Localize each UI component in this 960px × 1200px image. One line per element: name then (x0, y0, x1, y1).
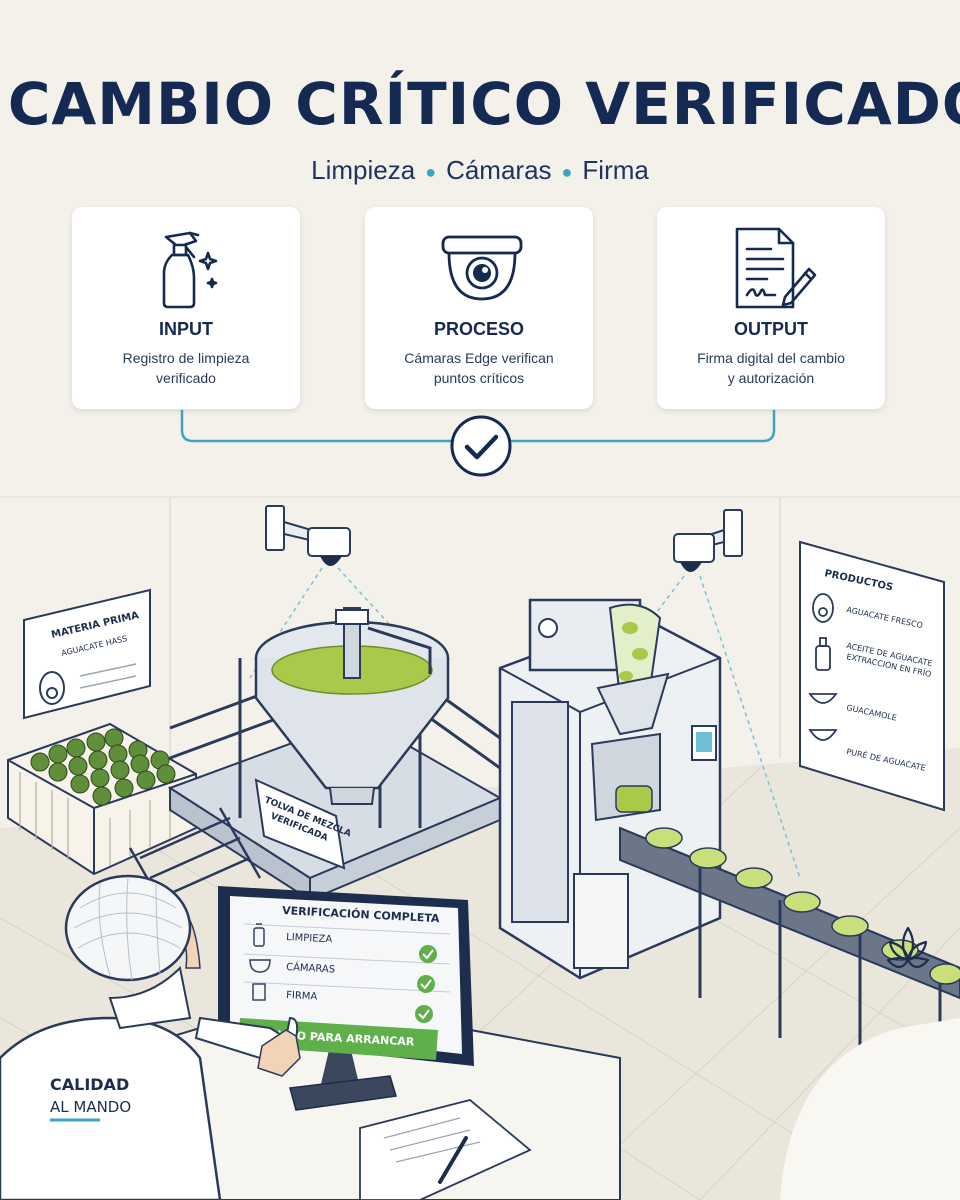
avocado-crate (7, 722, 197, 876)
puree-bowl-icon (808, 729, 838, 741)
check-circle-icon (419, 945, 437, 963)
input-card-text-line: verificado (156, 370, 216, 386)
input-card-description: Registro de limpieza verificado (88, 348, 284, 388)
subtitle-item-cameras: Cámaras (446, 155, 552, 185)
spray-bottle-icon (162, 231, 218, 309)
input-card-title: INPUT (159, 319, 213, 339)
bullet-dot-icon: ● (561, 161, 573, 182)
bullet-dot-icon: ● (425, 161, 437, 182)
products-panel: PRODUCTOS AGUACATE FRESCO ACEITE DE AGUA… (799, 540, 945, 812)
input-card-text-line: Registro de limpieza (122, 350, 250, 366)
dome-camera-icon (441, 235, 523, 301)
quality-operator: CALIDAD AL MANDO (0, 874, 301, 1200)
process-card-title: PROCESO (433, 319, 525, 339)
subtitle-item-signature: Firma (582, 155, 649, 185)
shirt-label-line1: CALIDAD (50, 1075, 129, 1094)
monitor-row-signature: FIRMA (286, 990, 318, 1003)
hopper-label-sign: TOLVA DE MEZCLA VERIFICADA (254, 778, 352, 870)
check-circle-icon (417, 975, 435, 993)
check-circle-icon (450, 415, 512, 477)
shirt-label-line2: AL MANDO (50, 1098, 131, 1116)
process-card-description: Cámaras Edge verifican puntos críticos (381, 348, 577, 388)
monitor-row-cleaning: LIMPIEZA (286, 932, 333, 945)
output-card-description: Firma digital del cambio y autorización (673, 348, 869, 388)
process-card: PROCESO Cámaras Edge verifican puntos cr… (365, 207, 593, 409)
mixing-hopper-tank (254, 607, 450, 805)
oil-bottle-icon (815, 637, 831, 671)
raw-material-sign: MATERIA PRIMA AGUACATE HASS (23, 588, 151, 720)
page-subtitle: Limpieza ● Cámaras ● Firma (0, 155, 960, 186)
spray-bottle-icon (253, 923, 265, 947)
packaging-machine (498, 598, 722, 980)
flow-connector (0, 410, 960, 498)
dome-camera-icon (249, 959, 271, 973)
avocado-icon (812, 593, 834, 623)
monitor-row-cameras: CÁMARAS (286, 960, 336, 976)
input-card: INPUT Registro de limpieza verificado (72, 207, 300, 409)
hairnet-cap (64, 874, 192, 982)
process-card-text-line: puntos críticos (433, 370, 525, 386)
ceiling-camera-left (265, 505, 351, 566)
output-card-text-line: Firma digital del cambio (697, 350, 845, 366)
page-title: CAMBIO CRÍTICO VERIFICADO (7, 70, 960, 138)
flower-logo-icon (886, 926, 930, 969)
verification-monitor: VERIFICACIÓN COMPLETA LIMPIEZA CÁMARAS F… (218, 886, 474, 1111)
ceiling-camera-right (673, 509, 743, 572)
check-circle-icon (415, 1005, 433, 1023)
process-card-text-line: Cámaras Edge verifican (404, 350, 554, 366)
output-card: OUTPUT Firma digital del cambio y autori… (657, 207, 885, 409)
signed-document-icon (735, 227, 817, 309)
avocado-icon (39, 671, 65, 705)
output-card-text-line: y autorización (727, 370, 815, 386)
subtitle-item-cleaning: Limpieza (311, 155, 416, 185)
document-icon (252, 983, 266, 1001)
output-card-title: OUTPUT (734, 319, 808, 339)
guacamole-bowl-icon (808, 693, 838, 704)
factory-scene-illustration: MATERIA PRIMA AGUACATE HASS (0, 498, 960, 1200)
